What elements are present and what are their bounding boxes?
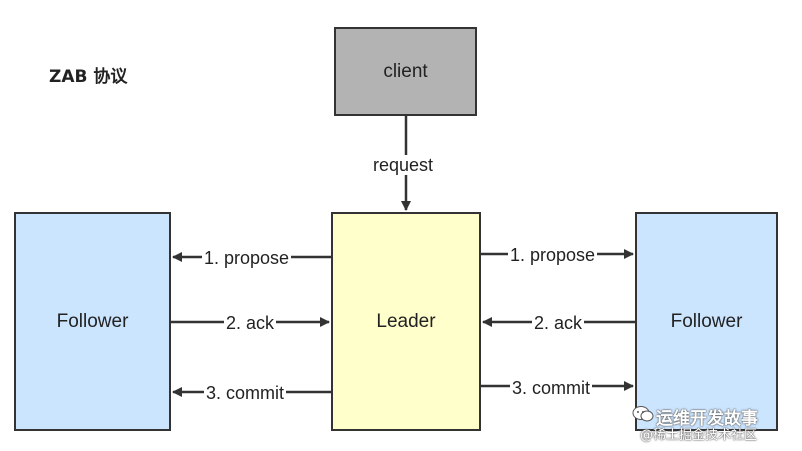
diagram-title: ZAB 协议 [49, 67, 128, 87]
watermark-title: 运维开发故事 [656, 409, 758, 429]
request-label: request [371, 155, 436, 175]
client-node: client [334, 27, 477, 116]
right-commit-label: 3. commit [510, 378, 593, 398]
client-label: client [383, 60, 428, 82]
leader-label: Leader [376, 310, 436, 332]
leader-node: Leader [331, 212, 481, 431]
wechat-icon [632, 406, 654, 422]
right-propose-label: 1. propose [508, 245, 598, 265]
watermark-subtitle: @稀土掘金技术社区 [640, 428, 758, 443]
left-commit-label: 3. commit [204, 383, 287, 403]
left-propose-label: 1. propose [202, 248, 292, 268]
follower-right-label: Follower [670, 310, 743, 332]
follower-left-node: Follower [14, 212, 171, 431]
follower-right-node: Follower [635, 212, 778, 431]
watermark: 运维开发故事 @稀土掘金技术社区 [630, 402, 800, 444]
follower-left-label: Follower [56, 310, 129, 332]
left-ack-label: 2. ack [224, 313, 277, 333]
right-ack-label: 2. ack [532, 313, 585, 333]
